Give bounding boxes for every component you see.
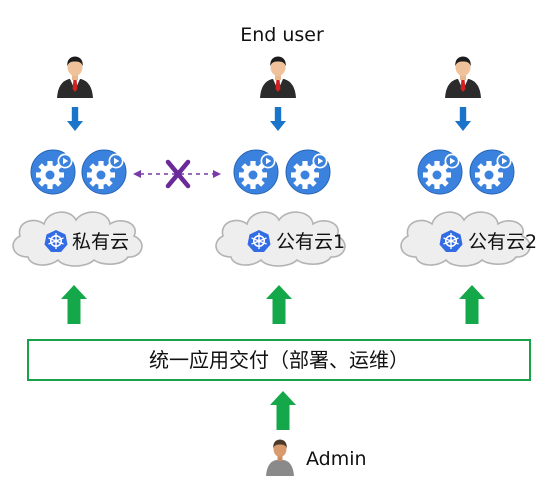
end-user-icon — [445, 56, 481, 98]
cloud-label-private: 私有云 — [72, 231, 129, 253]
arrow-down-icon — [67, 107, 83, 131]
delivery-box-label: 统一应用交付（部署、运维） — [149, 348, 409, 372]
blocked-connection — [133, 159, 221, 189]
cloud-label-public-1: 公有云1 — [276, 231, 345, 253]
admin-person-icon — [266, 439, 294, 476]
gear-play-icon — [417, 149, 463, 195]
gear-play-icon — [469, 149, 515, 195]
delivery-box — [27, 339, 531, 381]
admin-label: Admin — [306, 448, 367, 470]
arrow-down-icon — [270, 107, 286, 131]
end-user-icon — [57, 56, 93, 98]
arrow-up-icon — [266, 285, 292, 324]
arrow-up-icon — [61, 285, 87, 324]
arrow-up-icon — [459, 285, 485, 324]
arrow-up-icon — [270, 391, 296, 430]
cross-icon — [165, 159, 191, 189]
gear-play-icon — [81, 149, 127, 195]
gear-play-icon — [233, 149, 279, 195]
cloud-label-public-2: 公有云2 — [468, 231, 537, 253]
arrow-down-icon — [455, 107, 471, 131]
end-user-icon — [260, 56, 296, 98]
gear-play-icon — [30, 149, 76, 195]
end-user-label: End user — [240, 24, 324, 46]
gear-play-icon — [285, 149, 331, 195]
